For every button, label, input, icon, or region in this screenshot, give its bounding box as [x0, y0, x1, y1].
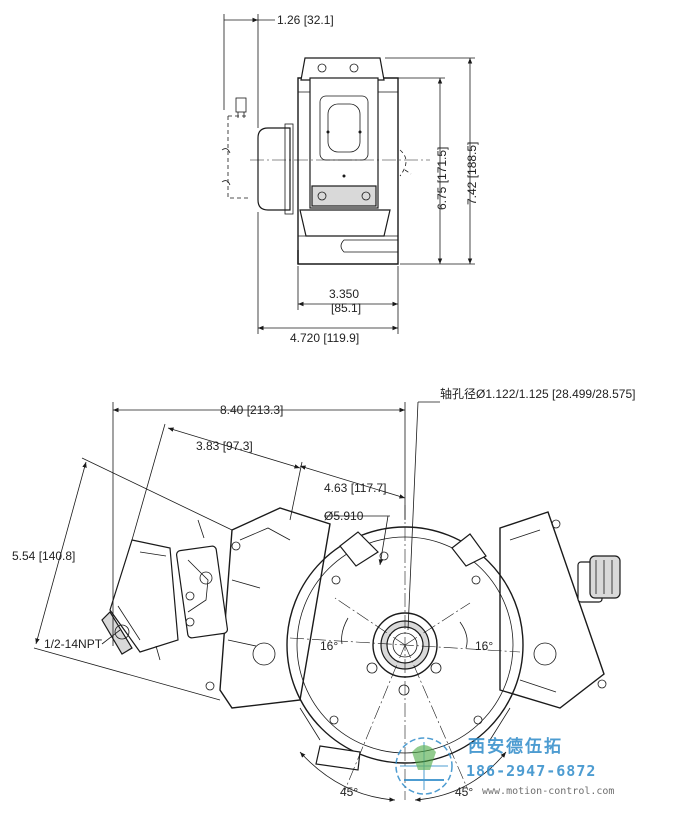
dim-overall-width: 8.40 [213.3]: [220, 403, 283, 417]
front-view: 8.40 [213.3] 轴孔径Ø1.122/1.125 [28.499/28.…: [12, 386, 635, 802]
dim-a: 3.83 [97.3]: [196, 439, 253, 453]
dim-left-height: 5.54 [140.8]: [12, 549, 75, 563]
watermark-logo: [395, 737, 453, 795]
dim-height-inner: 6.75 [171.5]: [435, 147, 449, 210]
angle-bottom-right: 45°: [455, 785, 473, 799]
dim-b: 4.63 [117.7]: [324, 481, 387, 495]
angle-left: 16°: [320, 639, 338, 653]
dim-width-inner-mm: [85.1]: [331, 301, 361, 315]
dim-height-outer: 7.42 [188.5]: [465, 142, 479, 205]
dim-conduit: 1/2-14NPT: [44, 637, 103, 651]
dim-top-offset: 1.26 [32.1]: [277, 13, 334, 27]
angle-bottom-left: 45°: [340, 785, 358, 799]
dim-shaft-bore: 轴孔径Ø1.122/1.125 [28.499/28.575]: [440, 386, 635, 401]
dim-width-outer: 4.720 [119.9]: [290, 331, 359, 345]
watermark: 西安德伍拓 186-2947-6872 www.motion-control.c…: [395, 736, 614, 797]
dim-width-inner-in: 3.350: [329, 287, 359, 301]
watermark-company: 西安德伍拓: [468, 736, 563, 757]
dim-diameter: Ø5.910: [324, 509, 364, 523]
watermark-phone: 186-2947-6872: [466, 762, 596, 780]
watermark-url: www.motion-control.com: [482, 786, 614, 797]
angle-right: 16°: [475, 639, 493, 653]
side-view: 1.26 [32.1] 6.75 [171.5] 7.42 [188.5] 3.…: [221, 13, 479, 345]
